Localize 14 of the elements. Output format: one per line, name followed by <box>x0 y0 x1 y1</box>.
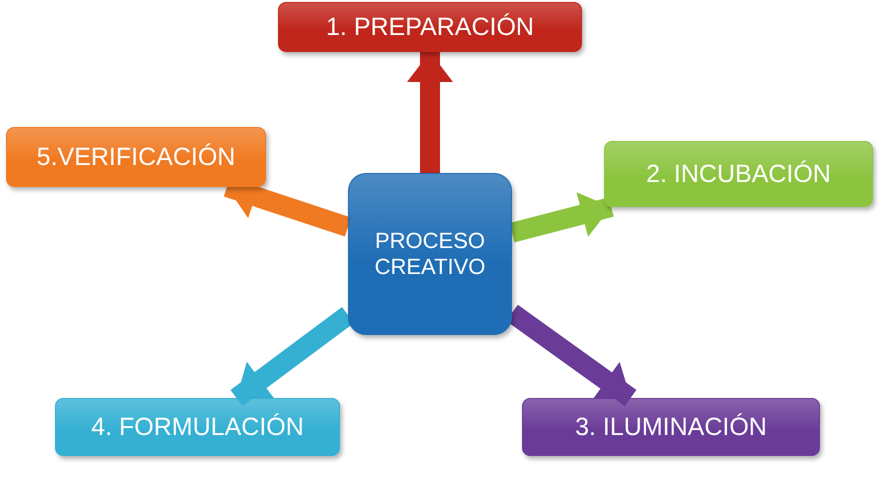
stage-box <box>604 141 873 207</box>
stage-label: 5.VERIFICACIÓN <box>36 142 236 172</box>
stage-label: 3. ILUMINACIÓN <box>575 412 767 442</box>
stage-box <box>522 398 820 456</box>
stage-label: 1. PREPARACIÓN <box>326 12 534 42</box>
central-concept-box <box>348 173 512 335</box>
stage-box <box>55 398 340 456</box>
stage-label: 4. FORMULACIÓN <box>91 412 304 442</box>
concept-label: PROCESO CREATIVO <box>374 228 486 280</box>
stage-box <box>278 2 582 52</box>
stage-box <box>6 127 266 187</box>
block-arrow <box>407 52 453 173</box>
block-arrow <box>510 192 614 242</box>
stage-label: 2. INCUBACIÓN <box>646 159 831 189</box>
